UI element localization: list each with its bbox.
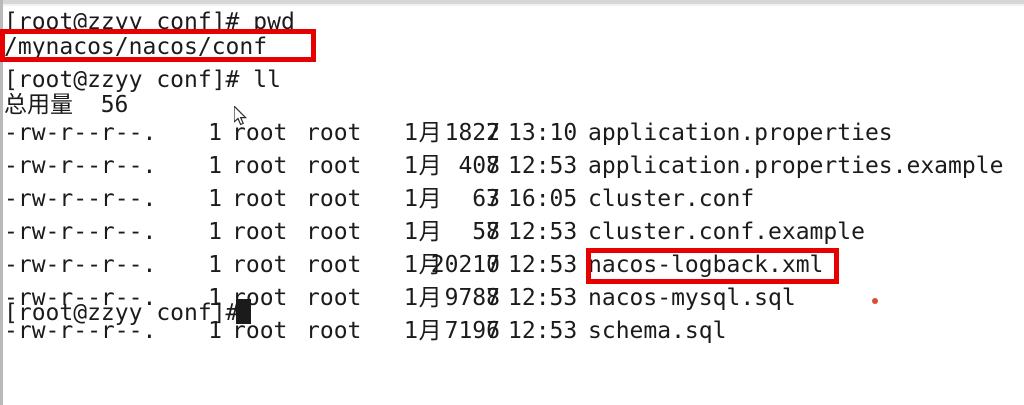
command-ll: ll [253,67,281,93]
file-owner: root [232,219,288,245]
file-group: root [306,186,362,212]
file-group: root [306,285,362,311]
file-group: root [306,219,362,245]
annotation-box-nacos-mysql-sql [586,248,839,284]
file-link-count: 1 [208,318,222,344]
file-size: 63 [472,186,500,212]
file-permissions: -rw-r--r--. [4,186,157,212]
file-group: root [306,318,362,344]
file-link-count: 1 [208,219,222,245]
mouse-pointer-icon [234,106,248,126]
file-link-count: 1 [208,120,222,146]
file-day: 7 [486,252,500,278]
annotation-box-pwd-path [0,29,316,62]
file-size: 1822 [444,120,500,146]
file-time: 12:53 [508,153,578,179]
total-label: 总用量 [4,92,73,118]
file-size: 7196 [444,318,500,344]
file-month: 1月 [404,153,442,179]
terminal-line-final-prompt: [root@zzyy conf]# [4,297,239,330]
file-time: 12:53 [508,318,578,344]
file-nacos-logback-xml: nacos-logback.xml [588,252,824,278]
file-nacos-mysql-sql: nacos-mysql.sql [588,285,796,311]
file-day: 7 [486,318,500,344]
pwd-output-path: /mynacos/nacos/conf [4,34,268,60]
file-month: 1月 [404,219,442,245]
file-cluster-conf-example: cluster.conf.example [588,219,865,245]
file-time: 12:53 [508,285,578,311]
file-day: 7 [486,153,500,179]
file-owner: root [232,186,288,212]
terminal-line-prompt-ll: [root@zzyy conf]# ll [4,64,281,97]
file-size: 58 [472,219,500,245]
file-owner: root [232,153,288,179]
file-month: 1月 [404,285,442,311]
file-group: root [306,120,362,146]
total-value: 56 [100,92,129,118]
block-cursor [236,299,251,324]
file-day: 7 [486,219,500,245]
file-owner: root [232,252,288,278]
file-day: 7 [486,120,500,146]
file-permissions: -rw-r--r--. [4,219,157,245]
file-time: 13:10 [508,120,578,146]
file-group: root [306,153,362,179]
annotation-dot [872,298,878,304]
window-left-border [0,0,3,405]
prompt-space [239,67,253,93]
file-link-count: 1 [208,186,222,212]
file-day: 7 [486,186,500,212]
file-link-count: 1 [208,252,222,278]
file-permissions: -rw-r--r--. [4,285,157,311]
file-cluster-conf: cluster.conf [588,186,755,212]
file-permissions: -rw-r--r--. [4,318,157,344]
listing-total-line: 总用量 56 [4,89,128,122]
file-schema-sql: schema.sql [588,318,727,344]
file-permissions: -rw-r--r--. [4,252,157,278]
file-size: 20210 [430,252,500,278]
file-size: 408 [458,153,500,179]
file-day: 7 [486,285,500,311]
shell-prompt: [root@zzyy conf]# [4,300,240,326]
file-size: 9788 [444,285,500,311]
file-month: 1月 [404,186,442,212]
file-application-properties: application.properties [588,120,893,146]
file-month: 1月 [404,252,442,278]
file-link-count: 1 [208,285,222,311]
window-top-strip-highlight [0,4,1024,6]
file-permissions: -rw-r--r--. [4,153,157,179]
file-group: root [306,252,362,278]
file-time: 12:53 [508,219,578,245]
file-time: 12:53 [508,252,578,278]
window-top-strip [0,0,1024,6]
file-month: 1月 [404,120,442,146]
file-application-properties-example: application.properties.example [588,153,1004,179]
total-space [73,92,101,118]
file-link-count: 1 [208,153,222,179]
file-permissions: -rw-r--r--. [4,120,157,146]
file-time: 16:05 [508,186,578,212]
file-month: 1月 [404,318,442,344]
shell-prompt: [root@zzyy conf]# [4,67,240,93]
